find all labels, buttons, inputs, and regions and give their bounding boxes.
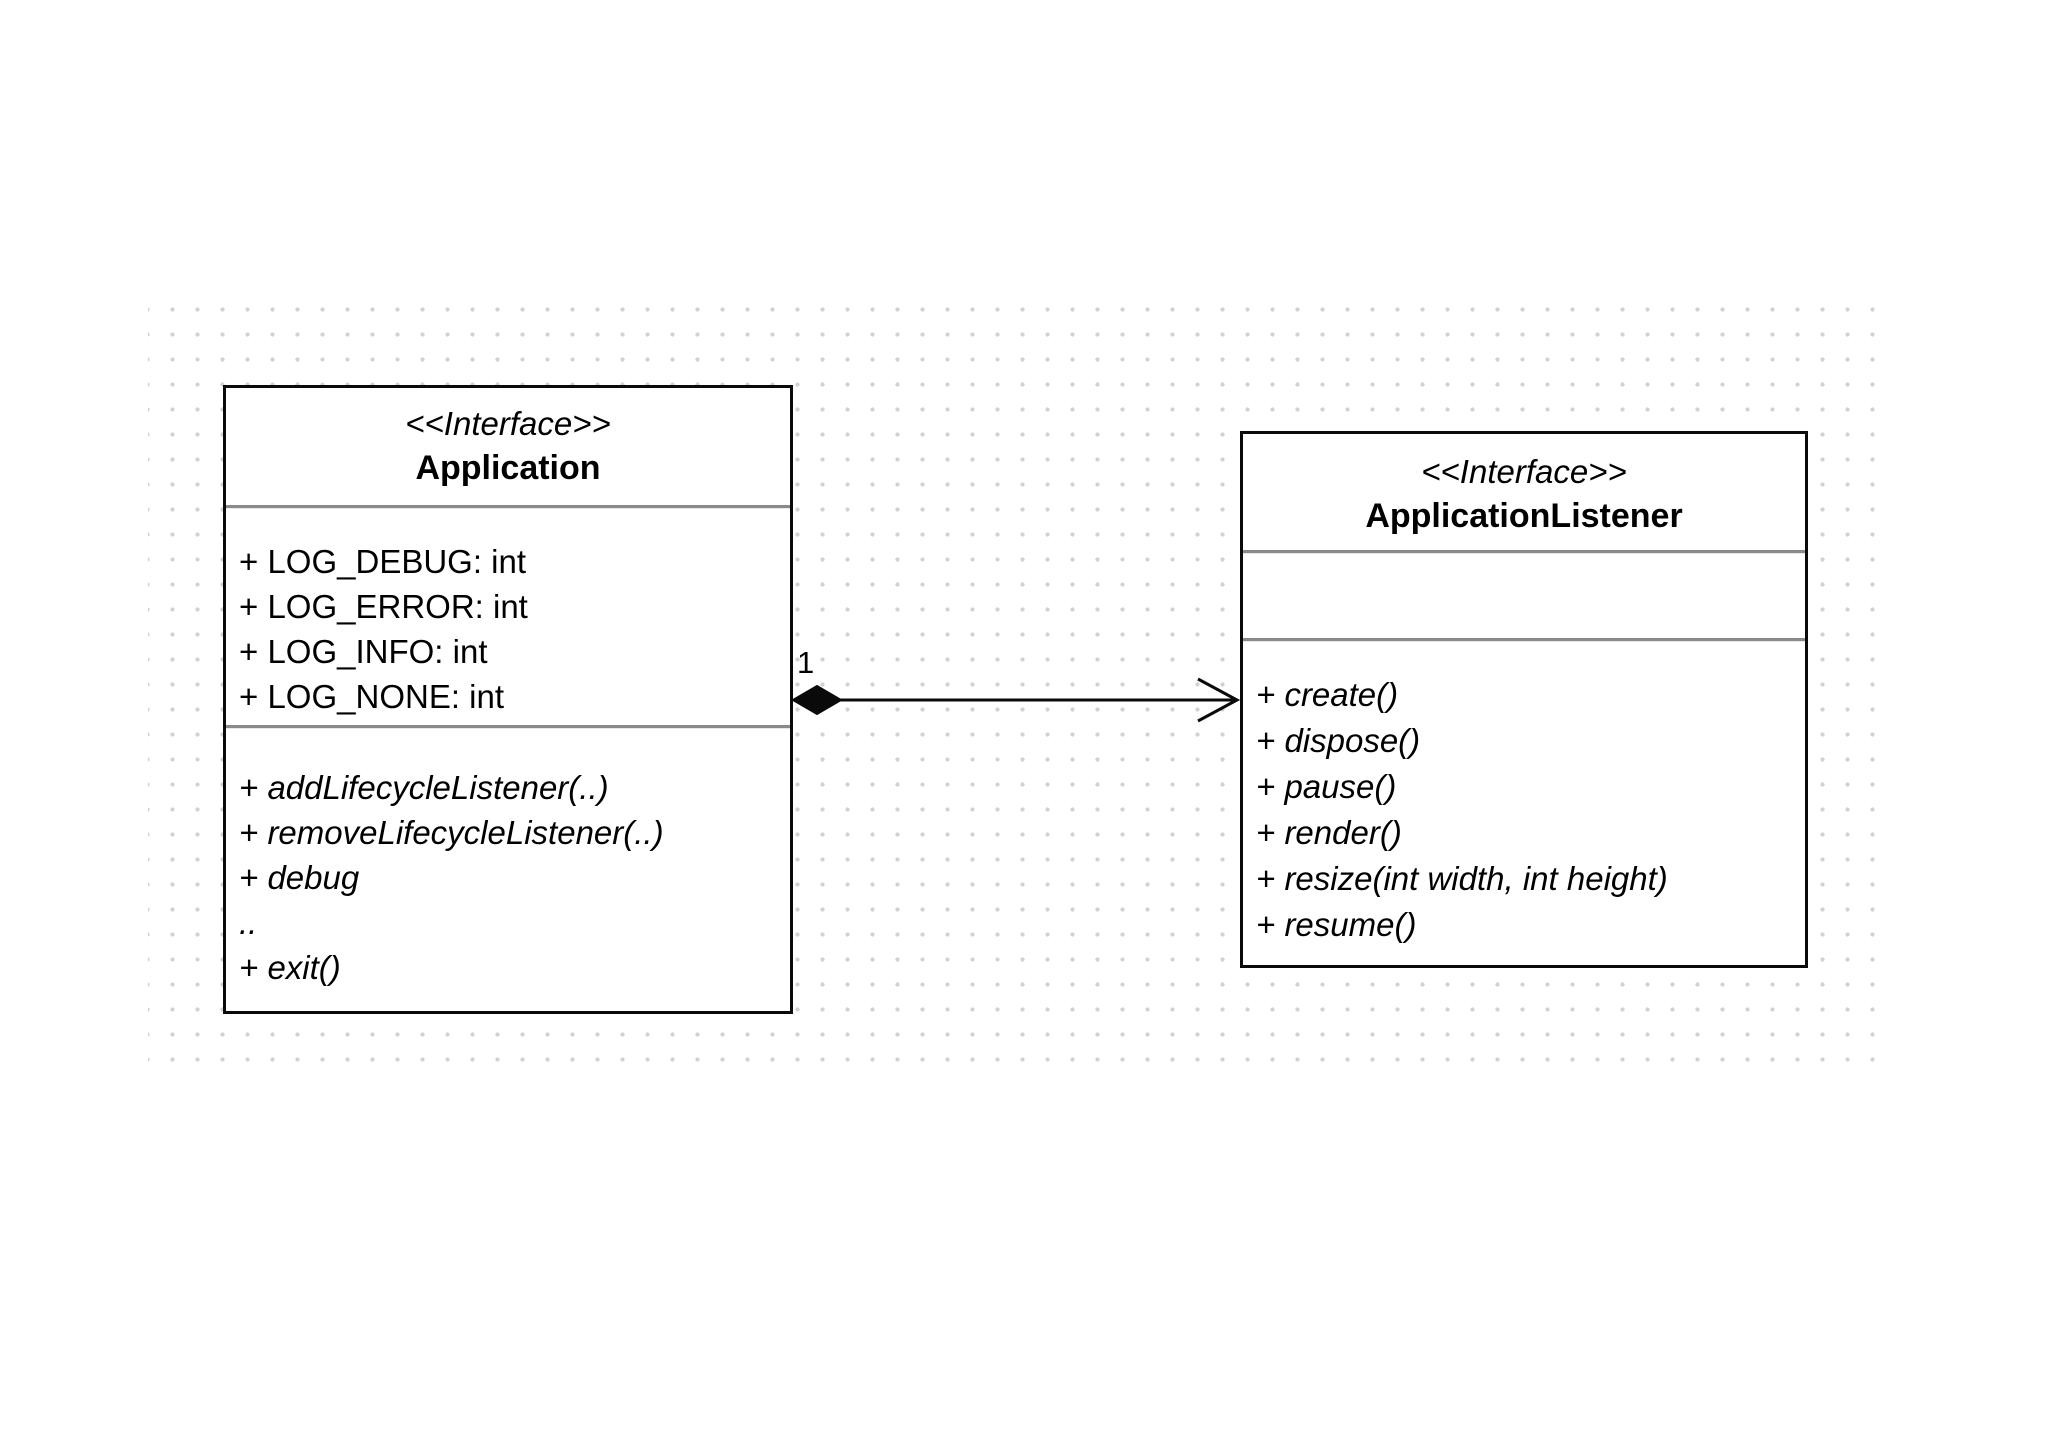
attribute-item: + LOG_DEBUG: int bbox=[239, 543, 527, 580]
multiplicity-label: 1 bbox=[797, 645, 815, 680]
method-item: + resize(int width, int height) bbox=[1256, 860, 1668, 897]
class-header-application: <<Interface>> Application bbox=[226, 388, 790, 505]
attributes-section-application-listener bbox=[1243, 554, 1805, 638]
method-item: + pause() bbox=[1256, 768, 1397, 805]
section-divider bbox=[226, 505, 790, 509]
attribute-item: + LOG_INFO: int bbox=[239, 633, 488, 670]
method-item: + removeLifecycleListener(..) bbox=[239, 814, 664, 851]
stereotype-label: <<Interface>> bbox=[405, 405, 611, 442]
section-divider bbox=[226, 725, 790, 729]
attribute-item: + LOG_NONE: int bbox=[239, 678, 505, 715]
method-item: + create() bbox=[1256, 676, 1399, 713]
method-item: + dispose() bbox=[1256, 722, 1421, 759]
method-item: + exit() bbox=[239, 949, 341, 986]
class-box-application-listener[interactable]: <<Interface>> ApplicationListener + crea… bbox=[1240, 431, 1808, 968]
method-item: + resume() bbox=[1256, 906, 1417, 943]
class-header-application-listener: <<Interface>> ApplicationListener bbox=[1243, 434, 1805, 550]
class-name-label: ApplicationListener bbox=[1365, 497, 1683, 535]
method-item: + addLifecycleListener(..) bbox=[239, 769, 609, 806]
attributes-section-application: + LOG_DEBUG: int + LOG_ERROR: int + LOG_… bbox=[226, 509, 790, 725]
method-item: + debug bbox=[239, 859, 360, 896]
methods-section-application-listener: + create() + dispose() + pause() + rende… bbox=[1243, 642, 1805, 965]
attribute-item: + LOG_ERROR: int bbox=[239, 588, 528, 625]
methods-section-application: + addLifecycleListener(..) + removeLifec… bbox=[226, 729, 790, 1011]
class-name-label: Application bbox=[415, 449, 601, 487]
class-box-application[interactable]: <<Interface>> Application + LOG_DEBUG: i… bbox=[223, 385, 793, 1014]
section-divider bbox=[1243, 638, 1805, 642]
stereotype-label: <<Interface>> bbox=[1421, 453, 1627, 490]
method-item: .. bbox=[239, 904, 258, 941]
method-item: + render() bbox=[1256, 814, 1402, 851]
section-divider bbox=[1243, 550, 1805, 554]
